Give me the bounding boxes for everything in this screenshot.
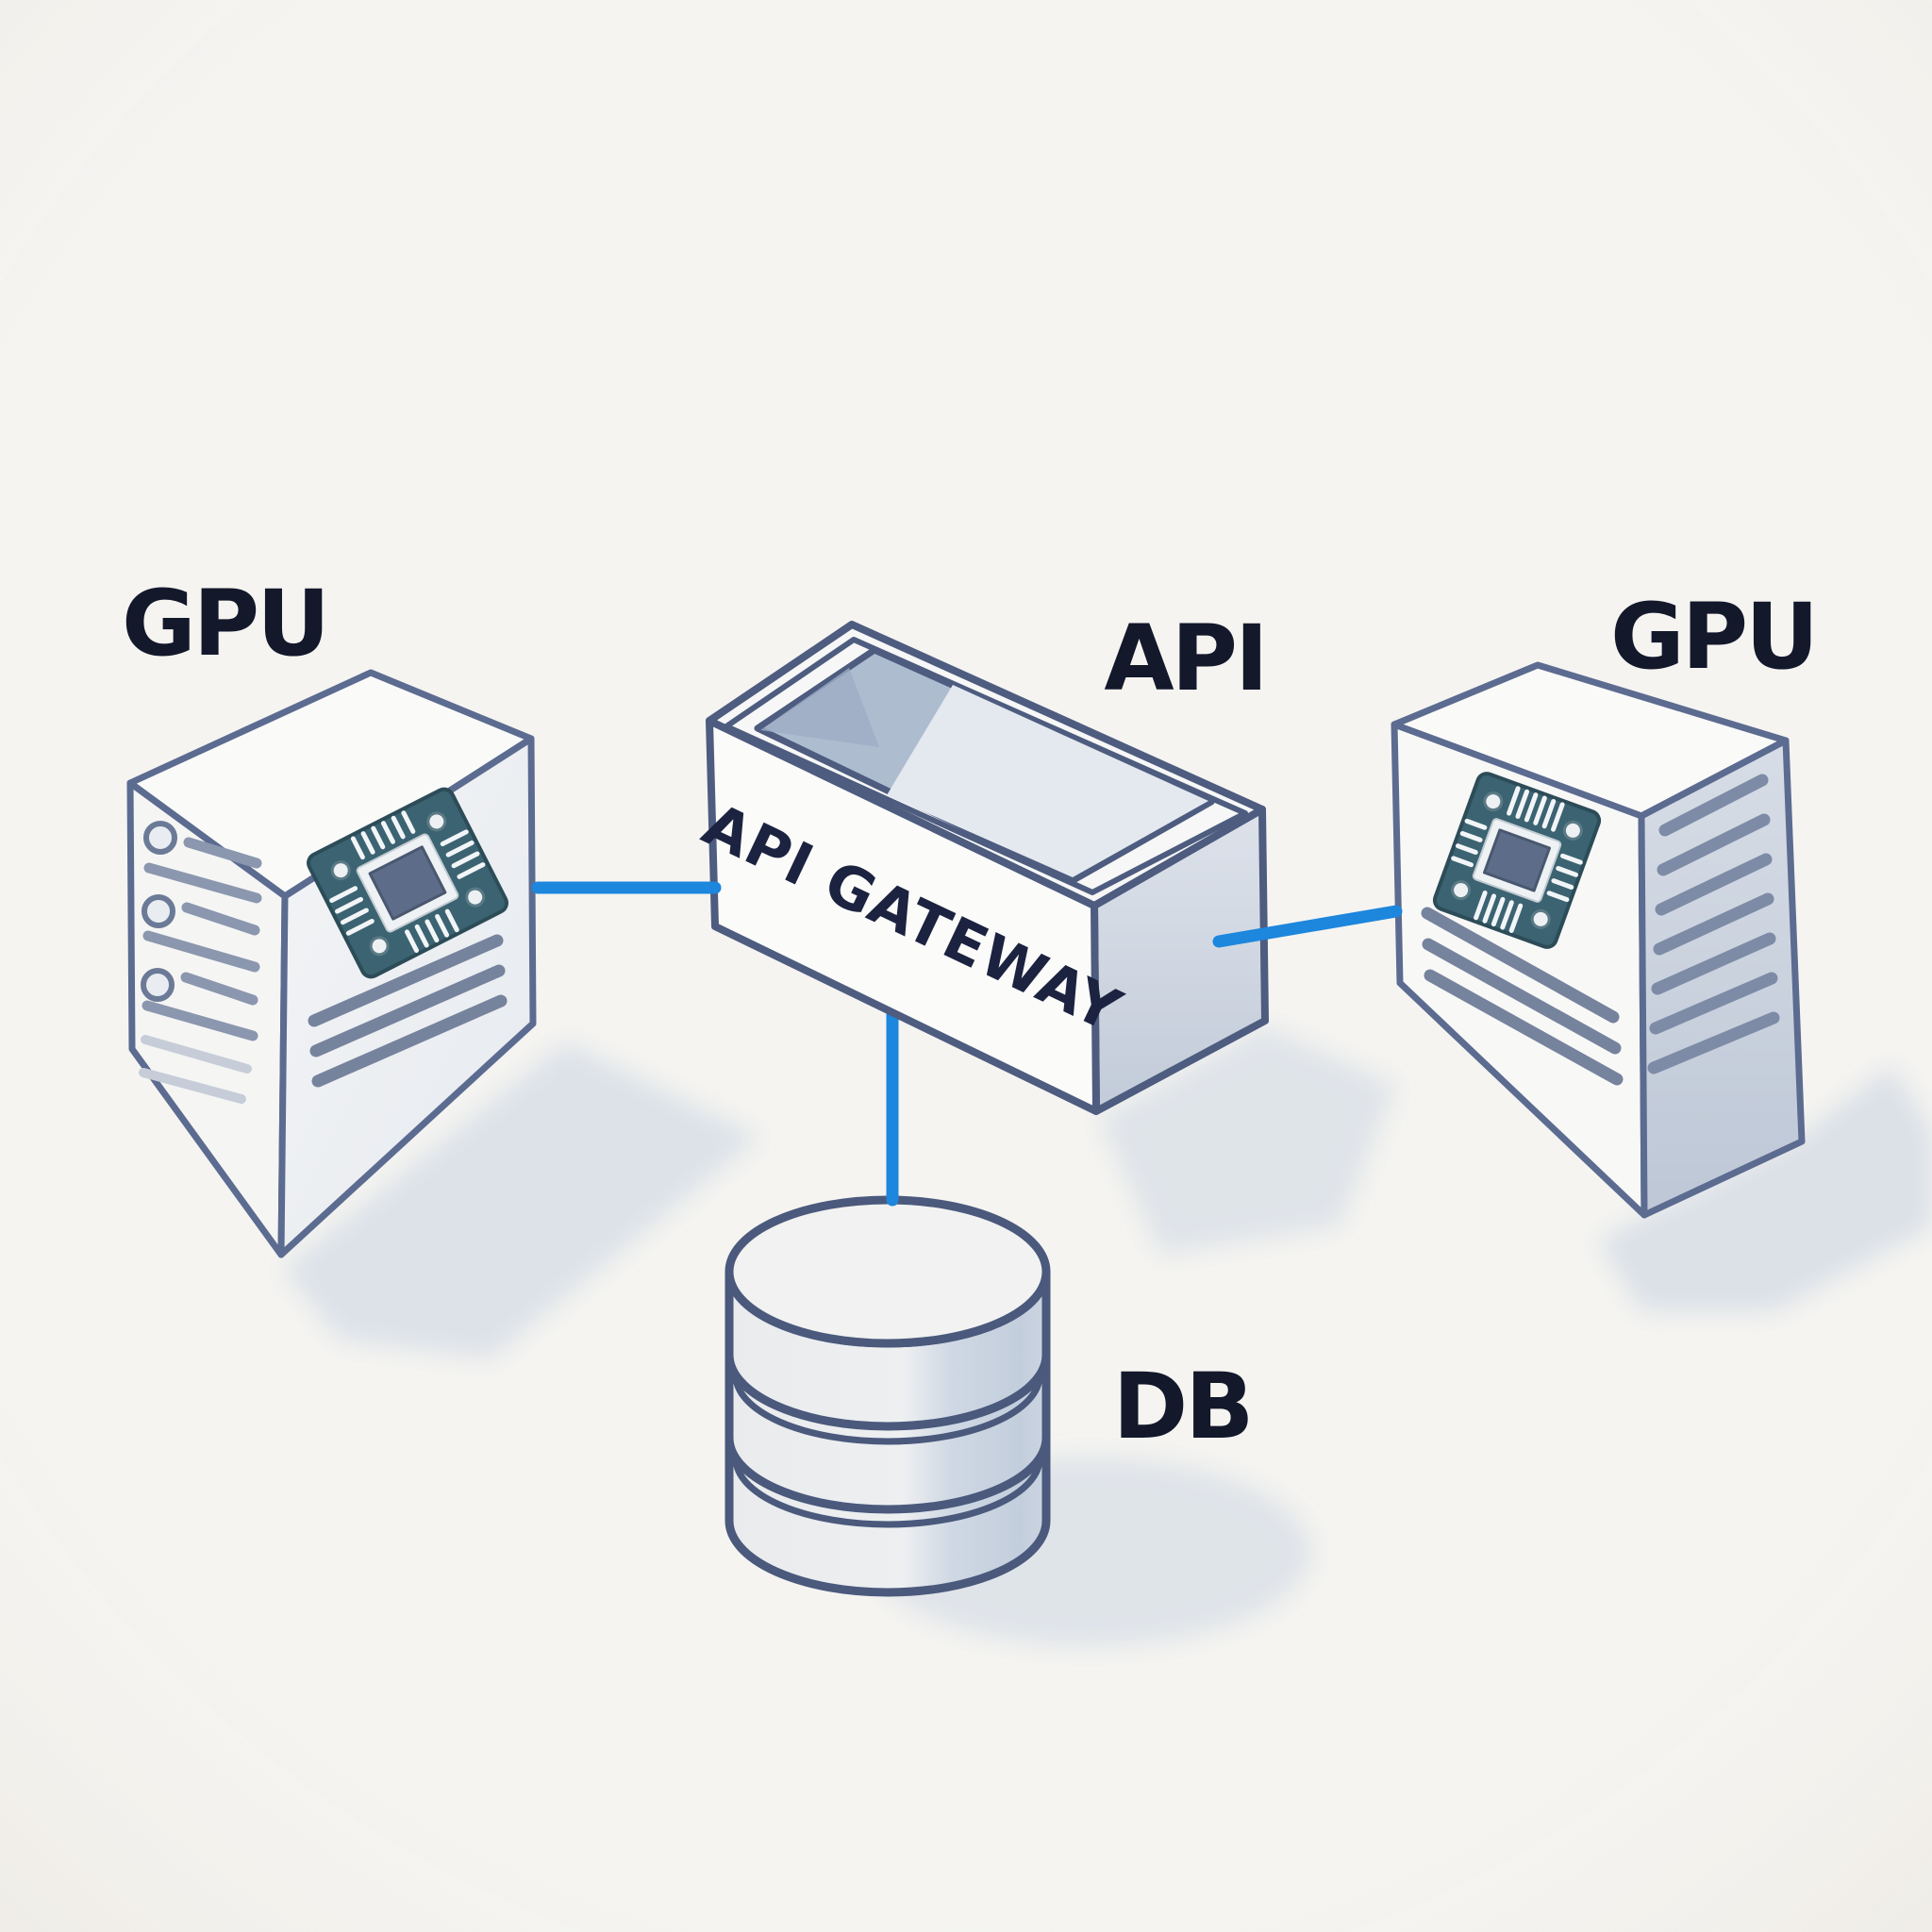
diagram-canvas: API GATEWAY [0,0,1932,1932]
vignette-overlay [0,0,1932,1932]
architecture-diagram: API GATEWAY [0,0,1932,1932]
